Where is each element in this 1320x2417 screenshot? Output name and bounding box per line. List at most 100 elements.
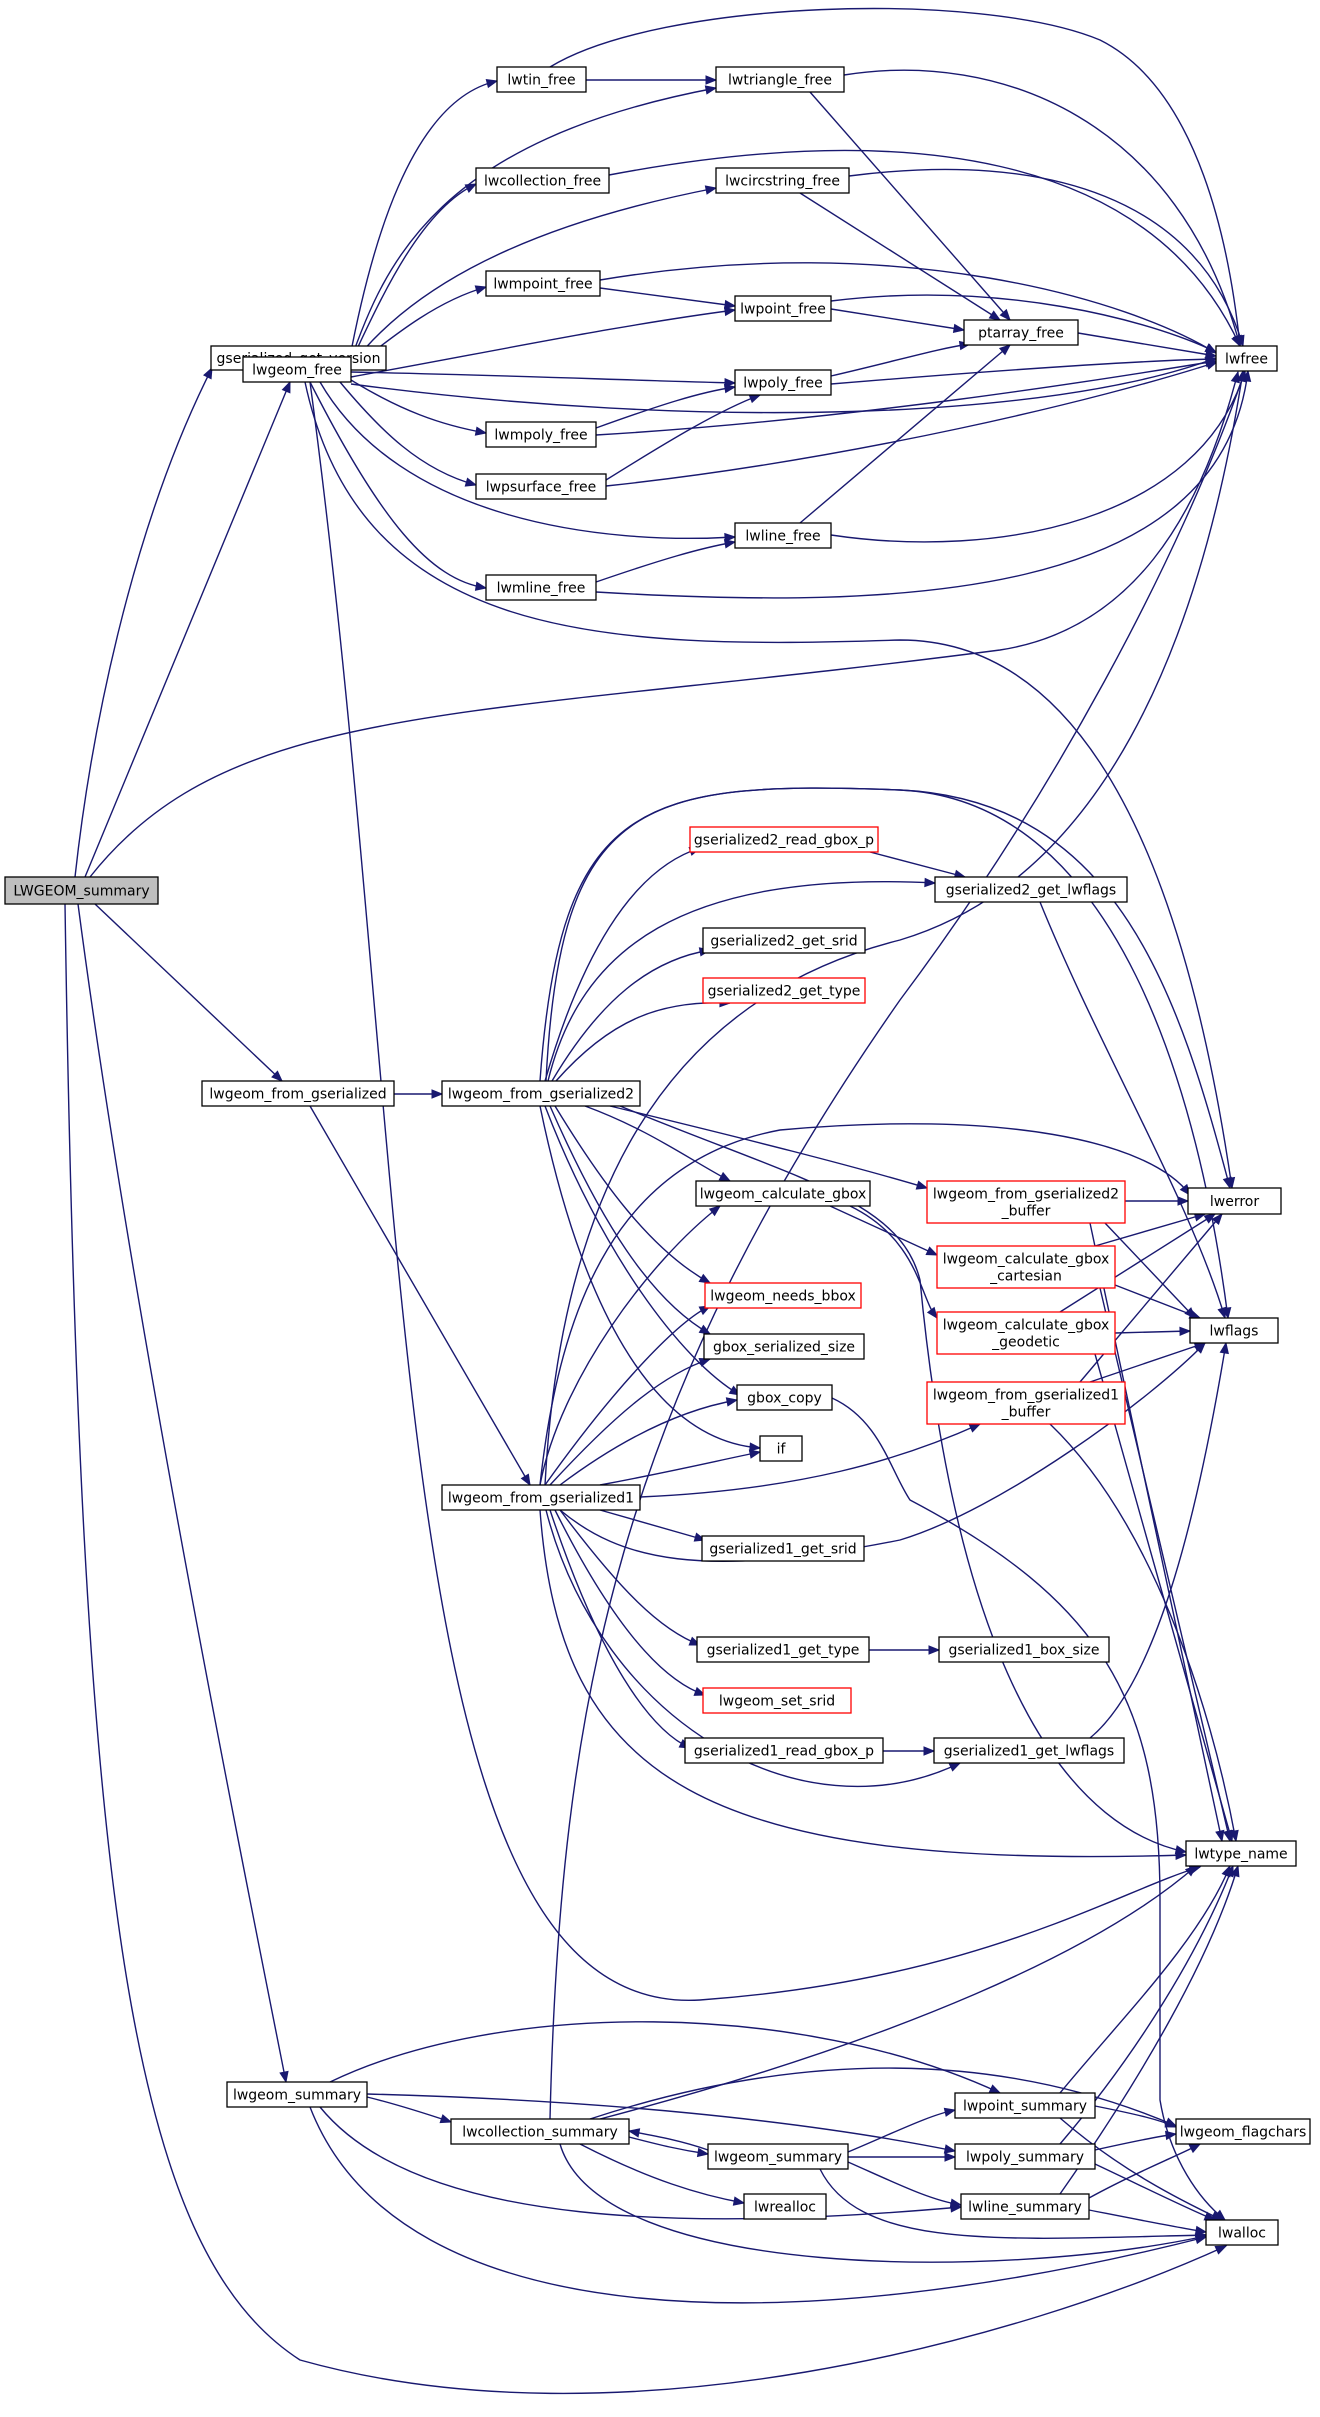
node-lwcollection-free[interactable]: lwcollection_free (475, 167, 610, 194)
node-label: lwgeom_needs_bbox (710, 1289, 856, 1305)
edge-line (1088, 2143, 1201, 2199)
edge-lwgeom_free-to-lwmpoly_free (350, 379, 488, 436)
node-lwgeom-calc-gbox-cart[interactable]: lwgeom_calculate_gbox_cartesian (936, 1245, 1116, 1289)
node-lwgeom-summary-b[interactable]: lwgeom_summary (707, 2143, 849, 2170)
node-label: lwerror (1210, 1194, 1259, 1210)
node-lwtype-name[interactable]: lwtype_name (1185, 1840, 1297, 1867)
arrowhead-icon (1211, 1212, 1223, 1226)
node-g2-get-srid[interactable]: gserialized2_get_srid (702, 927, 866, 954)
node-box (485, 270, 601, 297)
node-g1-read-gbox-p[interactable]: gserialized1_read_gbox_p (684, 1737, 884, 1764)
edge-lwgeom_from_gserialized2-to-lwflags (545, 787, 1232, 1320)
edge-line (639, 1423, 981, 1498)
node-lwgeom-summary-a[interactable]: lwgeom_summary (226, 2081, 368, 2108)
arrowhead-icon (1237, 369, 1247, 383)
node-lwgeom-set-srid[interactable]: lwgeom_set_srid (702, 1687, 852, 1714)
node-lwline-free[interactable]: lwline_free (734, 522, 832, 549)
edge-line (350, 371, 736, 384)
edge-lwgeom_from_gserialized2-to-lwgeom_needs_bbox (554, 1105, 712, 1284)
node-lwtriangle-free[interactable]: lwtriangle_free (715, 66, 845, 93)
node-label: lwgeom_calculate_gbox (943, 1318, 1110, 1334)
edge-lwgeom_from_gserialized-to-lwgeom_from_gserialized1 (309, 1105, 531, 1487)
node-g2-read-gbox-p[interactable]: gserialized2_read_gbox_p (689, 826, 879, 853)
edge-lwgeom_from_gserialized1-to-if_node (599, 1449, 762, 1486)
edge-line (77, 903, 287, 2083)
node-lwgeom-from-gserialized1[interactable]: lwgeom_from_gserialized1 (441, 1484, 641, 1511)
edge-line (309, 2106, 1207, 2304)
node-lwline-summary[interactable]: lwline_summary (960, 2193, 1090, 2220)
node-label: lwflags (1210, 1324, 1259, 1340)
node-box (703, 1333, 865, 1360)
node-lwgeom-flagchars[interactable]: lwgeom_flagchars (1175, 2118, 1311, 2145)
node-box (736, 1384, 833, 1411)
arrowhead-icon (749, 1442, 762, 1452)
node-lwpoly-summary[interactable]: lwpoly_summary (954, 2143, 1096, 2170)
node-lwmpoint-free[interactable]: lwmpoint_free (485, 270, 601, 297)
node-lwgeom-free[interactable]: lwgeom_free (242, 356, 352, 383)
node-if-node[interactable]: if (759, 1435, 803, 1462)
node-lwtin-free[interactable]: lwtin_free (496, 66, 587, 93)
node-g1-get-type[interactable]: gserialized1_get_type (696, 1636, 870, 1663)
edge-lwgeom_from_gserialized2-to-lwgeom_from_g2_buffer (609, 1105, 929, 1190)
edge-line (599, 262, 1217, 354)
node-root[interactable]: LWGEOM_summary (4, 876, 159, 905)
edge-line (544, 370, 1244, 1486)
arrowhead-icon (1188, 2143, 1202, 2154)
arrowhead-icon (1179, 1326, 1192, 1337)
edge-lwmline_free-to-lwfree (595, 369, 1252, 599)
arrowhead-icon (724, 532, 737, 543)
node-box (926, 1180, 1126, 1224)
node-lwmline-free[interactable]: lwmline_free (485, 574, 597, 601)
node-box (696, 1636, 870, 1663)
node-lwgeom-needs-bbox[interactable]: lwgeom_needs_bbox (704, 1282, 862, 1309)
node-label: _buffer (1001, 1405, 1051, 1421)
node-lwpsurface-free[interactable]: lwpsurface_free (475, 473, 607, 500)
edge-line (309, 1105, 531, 1486)
node-lwpoly-free[interactable]: lwpoly_free (734, 369, 832, 396)
node-box (936, 1245, 1116, 1289)
arrowhead-icon (718, 1171, 732, 1182)
arrowhead-icon (474, 426, 488, 436)
node-lwgeom-from-g2-buffer[interactable]: lwgeom_from_gserialized2_buffer (926, 1180, 1126, 1224)
edge-line (309, 381, 487, 589)
node-g1-get-lwflags[interactable]: gserialized1_get_lwflags (933, 1737, 1125, 1764)
node-gbox-serialized-size[interactable]: gbox_serialized_size (703, 1333, 865, 1360)
edge-line (84, 381, 291, 878)
node-lwpoint-free[interactable]: lwpoint_free (734, 295, 832, 322)
node-g1-get-srid[interactable]: gserialized1_get_srid (701, 1535, 865, 1562)
node-box (933, 1737, 1125, 1764)
node-lwgeom-from-gserialized2[interactable]: lwgeom_from_gserialized2 (441, 1080, 641, 1107)
node-lwfree[interactable]: lwfree (1215, 345, 1278, 372)
edge-lwcircstring_free-to-ptarray_free (799, 192, 1002, 321)
node-g1-box-size[interactable]: gserialized1_box_size (938, 1636, 1110, 1663)
edge-line (348, 87, 717, 366)
edge-lwgeom_summary_a-to-lwpoint_summary (329, 2021, 1002, 2094)
node-lwgeom-calculate-gbox[interactable]: lwgeom_calculate_gbox (695, 1180, 871, 1207)
node-lwpoint-summary[interactable]: lwpoint_summary (954, 2092, 1096, 2119)
node-lwgeom-from-g1-buffer[interactable]: lwgeom_from_gserialized1_buffer (926, 1381, 1126, 1425)
node-lwerror[interactable]: lwerror (1187, 1187, 1282, 1215)
node-lwgeom-calc-gbox-geod[interactable]: lwgeom_calculate_gbox_geodetic (936, 1311, 1116, 1355)
node-lwmpoly-free[interactable]: lwmpoly_free (485, 421, 597, 448)
node-gbox-copy[interactable]: gbox_copy (736, 1384, 833, 1411)
node-g2-get-type[interactable]: gserialized2_get_type (702, 977, 866, 1004)
edge-lwgeom_free-to-lwcircstring_free (348, 185, 718, 369)
node-lwflags[interactable]: lwflags (1189, 1317, 1279, 1344)
node-ptarray-free[interactable]: ptarray_free (963, 319, 1079, 346)
node-label: ptarray_free (978, 326, 1064, 342)
node-lwrealloc[interactable]: lwrealloc (743, 2193, 827, 2220)
edge-lwcollection_summary-to-lwgeom_summary_b (628, 2136, 710, 2158)
node-lwcircstring-free[interactable]: lwcircstring_free (715, 167, 850, 194)
node-g2-get-lwflags[interactable]: gserialized2_get_lwflags (934, 876, 1128, 903)
arrowhead-icon (1222, 1176, 1232, 1190)
node-box (450, 2118, 630, 2145)
edge-line (799, 344, 1011, 524)
edge-line (595, 386, 736, 429)
node-lwalloc[interactable]: lwalloc (1205, 2219, 1279, 2246)
edge-line (1114, 1284, 1201, 1319)
arrowhead-icon (464, 477, 478, 487)
arrowhead-icon (725, 1397, 739, 1407)
node-lwgeom-from-gserialized[interactable]: lwgeom_from_gserialized (201, 1080, 395, 1107)
node-lwcollection-summary[interactable]: lwcollection_summary (450, 2118, 630, 2145)
arrowhead-icon (924, 877, 937, 888)
